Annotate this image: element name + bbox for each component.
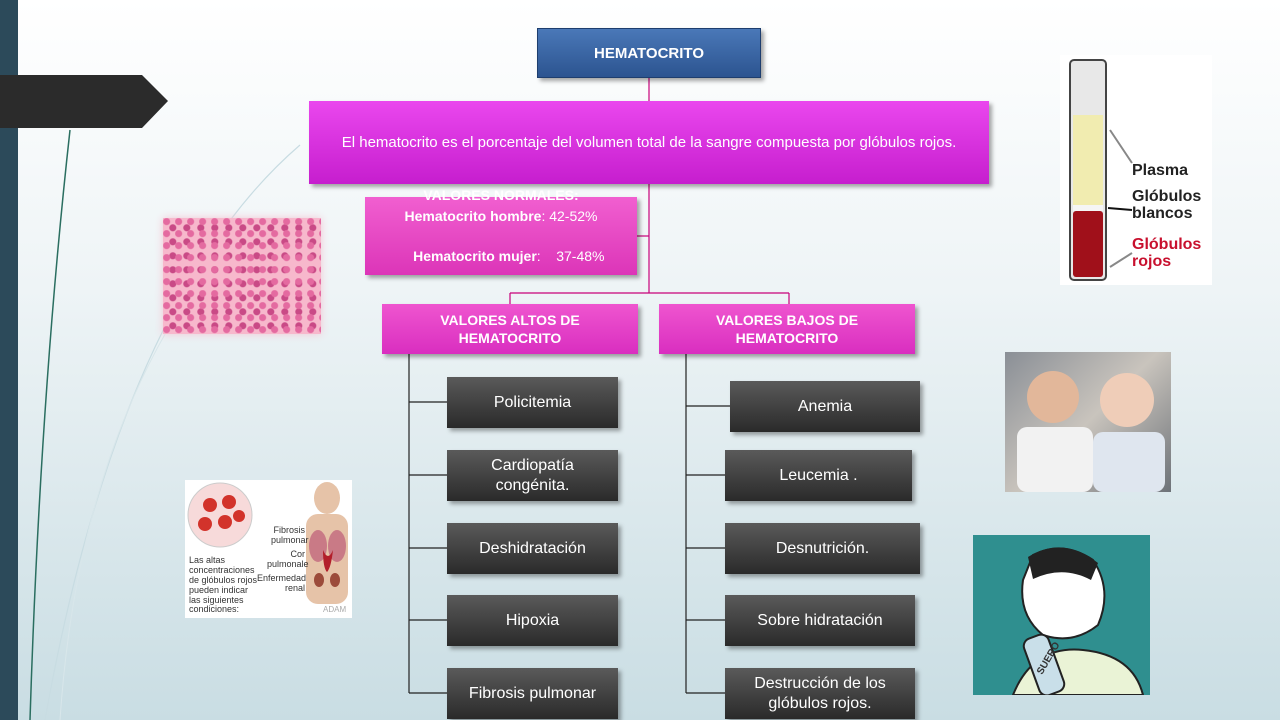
male-label: Hematocrito hombre [404,207,542,224]
low-item-node: Desnutrición. [725,523,920,574]
arrow-tab-decoration [0,75,168,128]
low-values-header: VALORES BAJOS DE HEMATOCRITO [715,311,859,346]
low-item-text: Anemia [797,397,853,415]
high-item-text: Policitemia [493,393,572,411]
low-values-node: VALORES BAJOS DE HEMATOCRITO [659,304,915,354]
high-item-node: Hipoxia [447,595,618,646]
test-tube-image: Plasma Glóbulos blancos Glóbulos rojos [1060,55,1212,285]
red-cells-label: Glóbulos rojos [1132,236,1202,270]
lungs-conditions-image: Fibrosis pulmonar Cor pulmonale Enfermed… [185,480,352,618]
white-cells-label: Glóbulos blancos [1132,188,1202,222]
definition-node: El hematocrito es el porcentaje del volu… [309,101,989,184]
high-item-node: Policitemia [447,377,618,428]
lungs-caption: Las altas concentraciones de glóbulos ro… [189,555,258,615]
plasma-label: Plasma [1132,162,1189,179]
high-values-header: VALORES ALTOS DE HEMATOCRITO [440,311,580,346]
definition-text: El hematocrito es el porcentaje del volu… [341,133,957,151]
high-item-text: Fibrosis pulmonar [468,684,597,702]
low-item-text: Destrucción de los glóbulos rojos. [754,675,886,712]
female-value: : 37-48% [536,248,605,265]
renal-label: Enfermedad renal [257,573,307,593]
test-tube-icon [1069,59,1133,281]
red-cells-and-body-icon [187,482,348,604]
low-item-node: Anemia [730,381,920,432]
high-item-text: Deshidratación [479,539,586,557]
low-item-text: Sobre hidratación [757,611,883,629]
boy-icon [1011,547,1145,695]
low-item-text: Desnutrición. [775,539,870,557]
left-accent-band [0,0,18,720]
low-item-node: Leucemia . [725,450,912,501]
normal-values-header: VALORES NORMALES: [423,187,579,204]
low-item-node: Destrucción de los glóbulos rojos. [725,668,915,719]
high-item-node: Fibrosis pulmonar [447,668,618,719]
title-node: HEMATOCRITO [537,28,761,78]
high-values-node: VALORES ALTOS DE HEMATOCRITO [382,304,638,354]
male-value: : 42-52% [541,207,598,224]
doctor-child-photo [1005,352,1171,492]
female-label: Hematocrito mujer [413,248,537,265]
high-item-node: Cardiopatía congénita. [447,450,618,501]
normal-values-node: VALORES NORMALES: Hematocrito hombre: 42… [365,187,637,275]
high-item-text: Cardiopatía congénita. [491,457,574,494]
blood-cells-image [163,218,321,334]
people-icon [1017,371,1165,492]
high-item-node: Deshidratación [447,523,618,574]
fibrosis-label: Fibrosis pulmonar [271,525,309,545]
title-text: HEMATOCRITO [593,44,704,62]
cor-pulmonale-label: Cor pulmonale [267,549,309,569]
female-row: Hematocrito mujer: 37-48% [398,226,605,287]
low-item-text: Leucemia . [779,466,858,484]
male-row: Hematocrito hombre: 42-52% [405,206,598,226]
high-item-text: Hipoxia [505,611,560,629]
adam-watermark: ADAM [323,605,347,614]
low-item-node: Sobre hidratación [725,595,915,646]
boy-drinking-image: SUERO [973,535,1150,695]
